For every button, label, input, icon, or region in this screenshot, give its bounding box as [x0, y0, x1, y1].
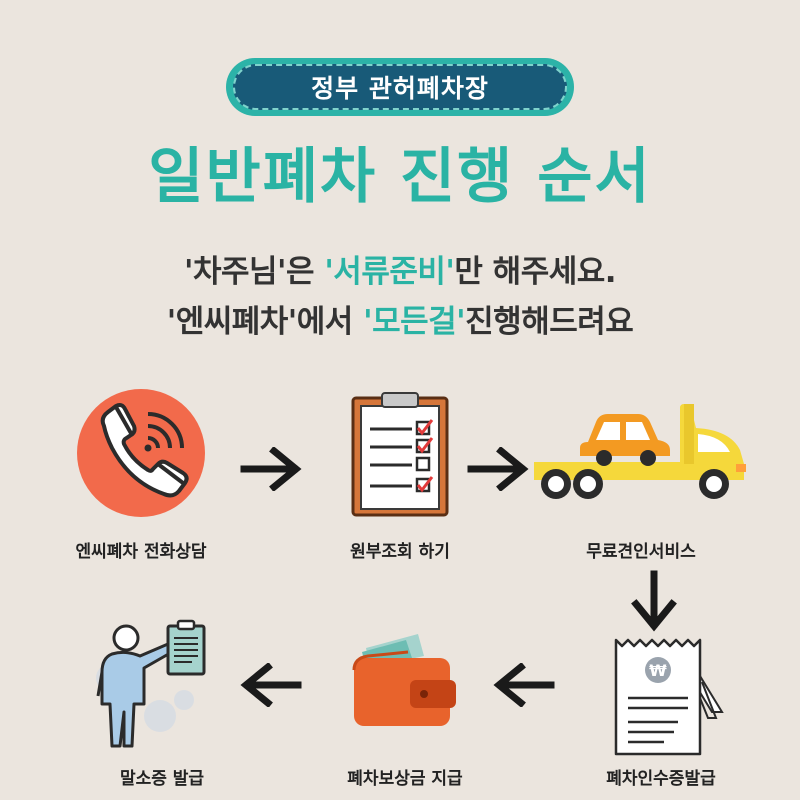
arrow-right-icon	[240, 447, 302, 491]
subtitle-line-2-end: 진행해드려요	[465, 304, 634, 340]
subtitle-highlight-documents: '서류준비'	[324, 254, 455, 290]
subtitle-line-1: '차주님'은 '서류준비'만 해주세요.	[0, 246, 800, 291]
header-badge-inner: 정부 관허폐차장	[233, 64, 567, 110]
badge-text: 정부 관허폐차장	[311, 74, 489, 103]
won-symbol: ₩	[649, 661, 667, 680]
subtitle-highlight-everything: '모든걸'	[363, 304, 466, 340]
checklist-clipboard-icon	[351, 392, 449, 517]
arrow-right-icon	[467, 447, 529, 491]
step-label-compensation: 폐차보상금 지급	[347, 769, 463, 789]
header-badge: 정부 관허폐차장	[226, 58, 574, 116]
subtitle-line-1-start: '차주님'은	[183, 254, 325, 290]
arrow-down-icon	[631, 570, 677, 632]
step-label-deregistration: 말소증 발급	[119, 769, 205, 789]
phone-icon	[77, 389, 205, 517]
arrow-left-icon	[240, 663, 302, 707]
step-label-record-check: 원부조회 하기	[350, 542, 450, 562]
subtitle-line-1-end: 만 해주세요.	[454, 254, 617, 290]
step-label-free-towing: 무료견인서비스	[586, 542, 696, 562]
step-label-phone: 엔씨폐차 전화상담	[75, 542, 207, 562]
person-document-icon	[96, 619, 206, 748]
step-label-receipt: 폐차인수증발급	[606, 769, 716, 789]
arrow-left-icon	[493, 663, 555, 707]
wallet-icon	[352, 634, 456, 726]
subtitle-line-2-start: '엔씨폐차'에서	[166, 304, 364, 340]
tow-truck-icon	[534, 404, 746, 499]
page-title: 일반폐차 진행 순서	[148, 142, 652, 212]
receipt-icon: ₩	[614, 638, 724, 756]
subtitle-line-2: '엔씨폐차'에서 '모든걸'진행해드려요	[0, 296, 800, 341]
